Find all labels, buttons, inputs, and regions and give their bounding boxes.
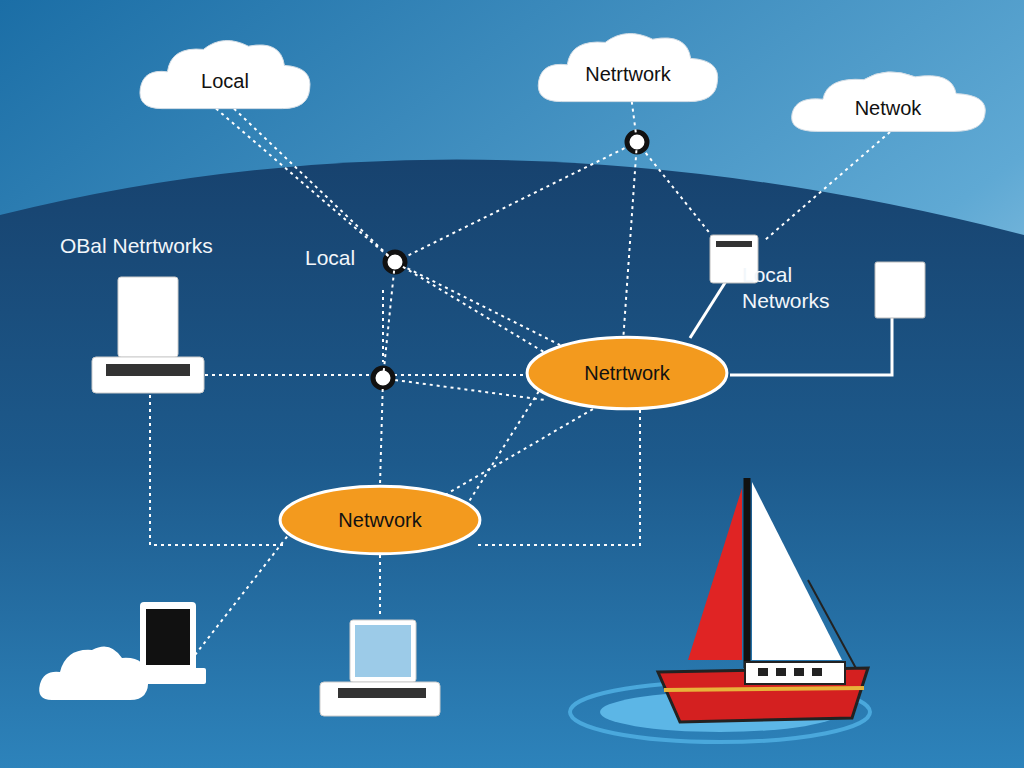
network-ellipse: Netrtwork bbox=[524, 335, 730, 411]
node-label: Netrtwork bbox=[585, 63, 671, 86]
node-label: Netwok bbox=[855, 97, 922, 120]
text-label: Local Networks bbox=[742, 262, 862, 314]
node-label: Netrtwork bbox=[584, 362, 670, 385]
network-ellipse: Netwvork bbox=[277, 484, 483, 556]
text-label: OBal Netrtworks bbox=[60, 234, 213, 258]
dotted-connector bbox=[216, 109, 543, 352]
cloud-node: Local bbox=[135, 35, 315, 115]
dotted-connector bbox=[468, 392, 538, 503]
dotted-connector bbox=[623, 102, 637, 336]
cloud-node: Netrtwork bbox=[533, 28, 723, 108]
node-label: Local bbox=[201, 70, 249, 93]
node-label: Netwvork bbox=[338, 509, 421, 532]
dotted-connector bbox=[234, 109, 395, 485]
cloud-node: Netwok bbox=[786, 67, 991, 137]
text-label: Local bbox=[305, 246, 355, 270]
